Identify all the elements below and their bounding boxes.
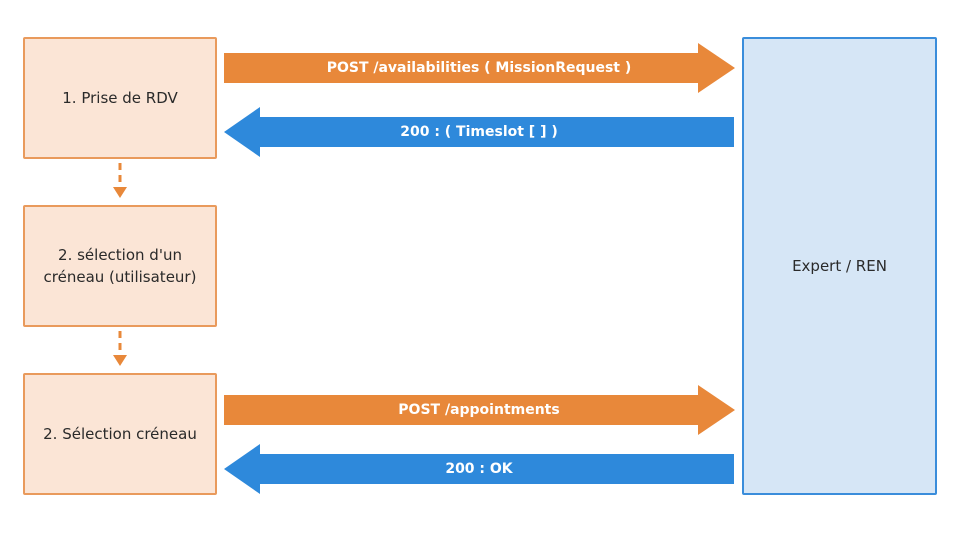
arrow-200-timeslot	[224, 107, 734, 157]
arrow-label-200-ok: 200 : OK	[445, 461, 513, 477]
step-selection-creneau: 2. Sélection créneau	[23, 373, 217, 495]
connector-1-2	[113, 163, 127, 198]
step-selection-utilisateur: 2. sélection d'un créneau (utilisateur)	[23, 205, 217, 327]
step-label: 2. sélection d'un créneau (utilisateur)	[43, 246, 197, 286]
step-label: 2. Sélection créneau	[43, 425, 197, 443]
arrow-label-post-availabilities: POST /availabilities ( MissionRequest )	[326, 60, 632, 76]
step-label: 1. Prise de RDV	[62, 89, 178, 107]
expert-label: Expert / REN	[792, 257, 887, 275]
arrow-post-appointments	[224, 385, 735, 435]
step-prise-de-rdv: 1. Prise de RDV	[23, 37, 217, 159]
connector-2-3	[113, 331, 127, 366]
expert-ren-box: Expert / REN	[742, 37, 937, 495]
arrow-post-availabilities	[224, 43, 735, 93]
arrow-label-post-appointments: POST /appointments	[398, 402, 560, 418]
arrow-label-200-timeslot: 200 : ( Timeslot [ ] )	[400, 124, 558, 140]
arrow-200-ok	[224, 444, 734, 494]
